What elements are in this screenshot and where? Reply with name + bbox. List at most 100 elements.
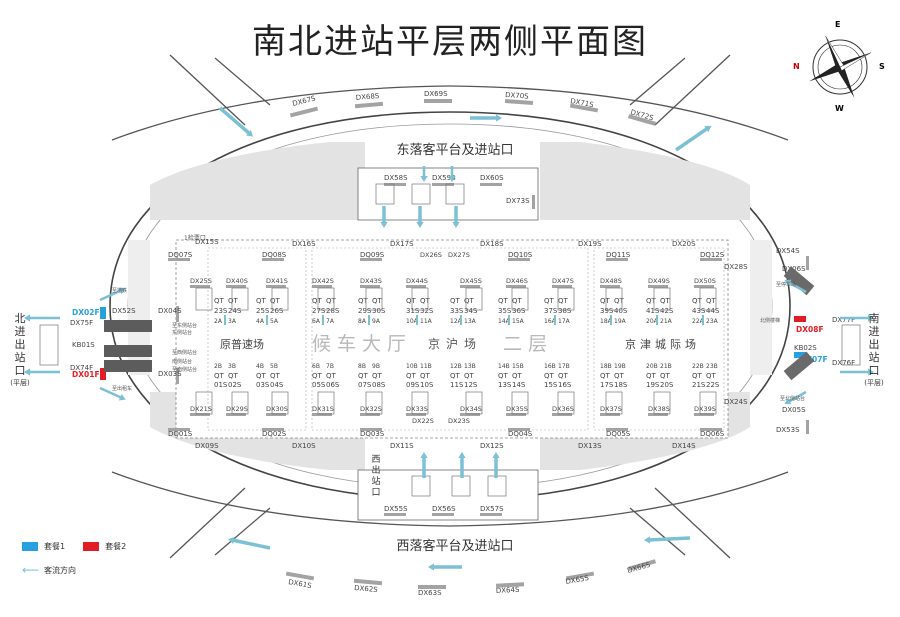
ad-board-marker <box>506 413 526 416</box>
gate-qt: QT <box>600 297 611 305</box>
stair-box <box>317 391 335 415</box>
gate-05s: 05S <box>312 381 326 389</box>
legend-swatch-pkg2 <box>83 541 100 551</box>
stair-box <box>317 287 335 311</box>
ad-board-marker <box>312 413 332 416</box>
west_exit-char: 西 <box>371 455 381 465</box>
ad-label-dx60s: DX60S <box>480 174 504 182</box>
gate-32s: 32S <box>420 307 434 315</box>
gate-qt: QT <box>614 297 625 305</box>
ad-board-marker <box>532 195 535 209</box>
gate-qt: QT <box>512 297 523 305</box>
ad-label-dx69s: DX69S <box>424 90 448 98</box>
ad-board-marker <box>226 413 246 416</box>
gate-qt: QT <box>692 372 703 380</box>
ad-label-dx11s: DX11S <box>390 442 414 450</box>
gate-35s: 35S <box>498 307 512 315</box>
gate-num-13a: 13A <box>464 318 477 325</box>
gate-17s: 17S <box>600 381 614 389</box>
map-title: 南北进站平层两侧平面图 <box>252 22 648 62</box>
ad-board-marker <box>168 258 190 261</box>
gate-03s: 03S <box>256 381 270 389</box>
ad-board-marker <box>360 258 382 261</box>
ad-board-marker <box>190 413 210 416</box>
gate-num-23a: 23A <box>706 318 719 325</box>
gate-04s: 04S <box>270 381 284 389</box>
ad-label-dx26s: DX26S <box>420 251 442 259</box>
flow-arrowhead <box>118 393 126 401</box>
gate-qt: QT <box>464 372 475 380</box>
gate-38s: 38S <box>558 307 572 315</box>
ad-board-marker <box>700 428 722 431</box>
ad-board-marker <box>176 368 179 384</box>
ad-board-marker <box>480 183 502 186</box>
stair-box <box>231 287 249 311</box>
flow-arrow <box>99 288 123 302</box>
stair-box <box>365 287 383 311</box>
note-east-platform: 东侧站台 <box>172 330 193 336</box>
flow-arrowhead <box>496 114 502 122</box>
gate-qt: QT <box>600 372 611 380</box>
package1-dx07f-label: DX07F <box>800 355 828 364</box>
gate-qt: QT <box>544 372 555 380</box>
package2-dx08f-label: DX08F <box>796 325 824 334</box>
gate-qt: QT <box>614 372 625 380</box>
gate-qt: QT <box>312 297 323 305</box>
ad-board-marker <box>694 413 714 416</box>
flow-arrowhead <box>784 279 792 287</box>
outer-road <box>111 54 789 559</box>
north-exit-label: 北进出站口 (平层) <box>10 312 29 390</box>
ad-label-dx15s: DX15S <box>195 238 219 246</box>
ad-board-marker <box>806 256 809 270</box>
gate-15s: 15S <box>544 381 558 389</box>
gate-num-7a: 7A <box>326 318 335 325</box>
north-char: 口 <box>14 364 26 377</box>
gate-qt: QT <box>406 372 417 380</box>
south-char: 进 <box>868 325 880 338</box>
gate-37s: 37S <box>544 307 558 315</box>
ad-board-marker <box>460 413 480 416</box>
legend-label-pkg1: 套餐1 <box>44 541 66 551</box>
gate-num-9a: 9A <box>372 318 381 325</box>
west_exit-char: 出 <box>371 466 381 476</box>
gate-qt: QT <box>420 372 431 380</box>
ad-board-marker <box>266 413 286 416</box>
gate-num-2a: 2A <box>214 318 223 325</box>
gate-02s: 02S <box>228 381 242 389</box>
gate-num-23b: 23B <box>706 363 718 370</box>
note-to-north: 至北侧站台 <box>780 396 806 402</box>
gate-34s: 34S <box>464 307 478 315</box>
hall-main-label: 候车大厅 <box>312 333 413 355</box>
legend-label-flow: 客流方向 <box>44 565 76 575</box>
ad-label-dx30s: DX30S <box>266 405 288 413</box>
gate-23s: 23S <box>214 307 228 315</box>
ad-board-marker <box>552 413 572 416</box>
ad-board-marker <box>262 428 284 431</box>
ad-label-dx68s: DX68S <box>355 92 380 102</box>
flow-arrow <box>99 386 123 400</box>
ad-label-dq10s: DQ10S <box>508 251 533 259</box>
gate-num-7b: 7B <box>326 363 334 370</box>
ad-label-dx14s: DX14S <box>672 442 696 450</box>
hall-second-label: 二层 <box>503 333 554 355</box>
ad-board-marker <box>360 413 380 416</box>
ad-board-marker <box>289 106 319 118</box>
gate-num-14a: 14A <box>498 318 511 325</box>
gate-num-5a: 5A <box>270 318 279 325</box>
flow-arrowhead <box>452 222 460 228</box>
note-to-south: 至南侧站台 <box>172 367 198 373</box>
flow-arrowhead <box>420 452 428 458</box>
ad-label-dx06s: DX06S <box>782 265 806 273</box>
stair-box <box>699 391 717 415</box>
gate-qt: QT <box>406 297 417 305</box>
gate-num-18a: 18A <box>600 318 613 325</box>
compass-rose-icon <box>809 36 871 98</box>
gate-10s: 10S <box>420 381 434 389</box>
hall-yuanpu-label: 原普速场 <box>220 338 264 351</box>
gate-25s: 25S <box>256 307 270 315</box>
gate-26s: 26S <box>270 307 284 315</box>
gate-num-15a: 15A <box>512 318 525 325</box>
gate-qt: QT <box>706 297 717 305</box>
gate-num-15b: 15B <box>512 363 524 370</box>
